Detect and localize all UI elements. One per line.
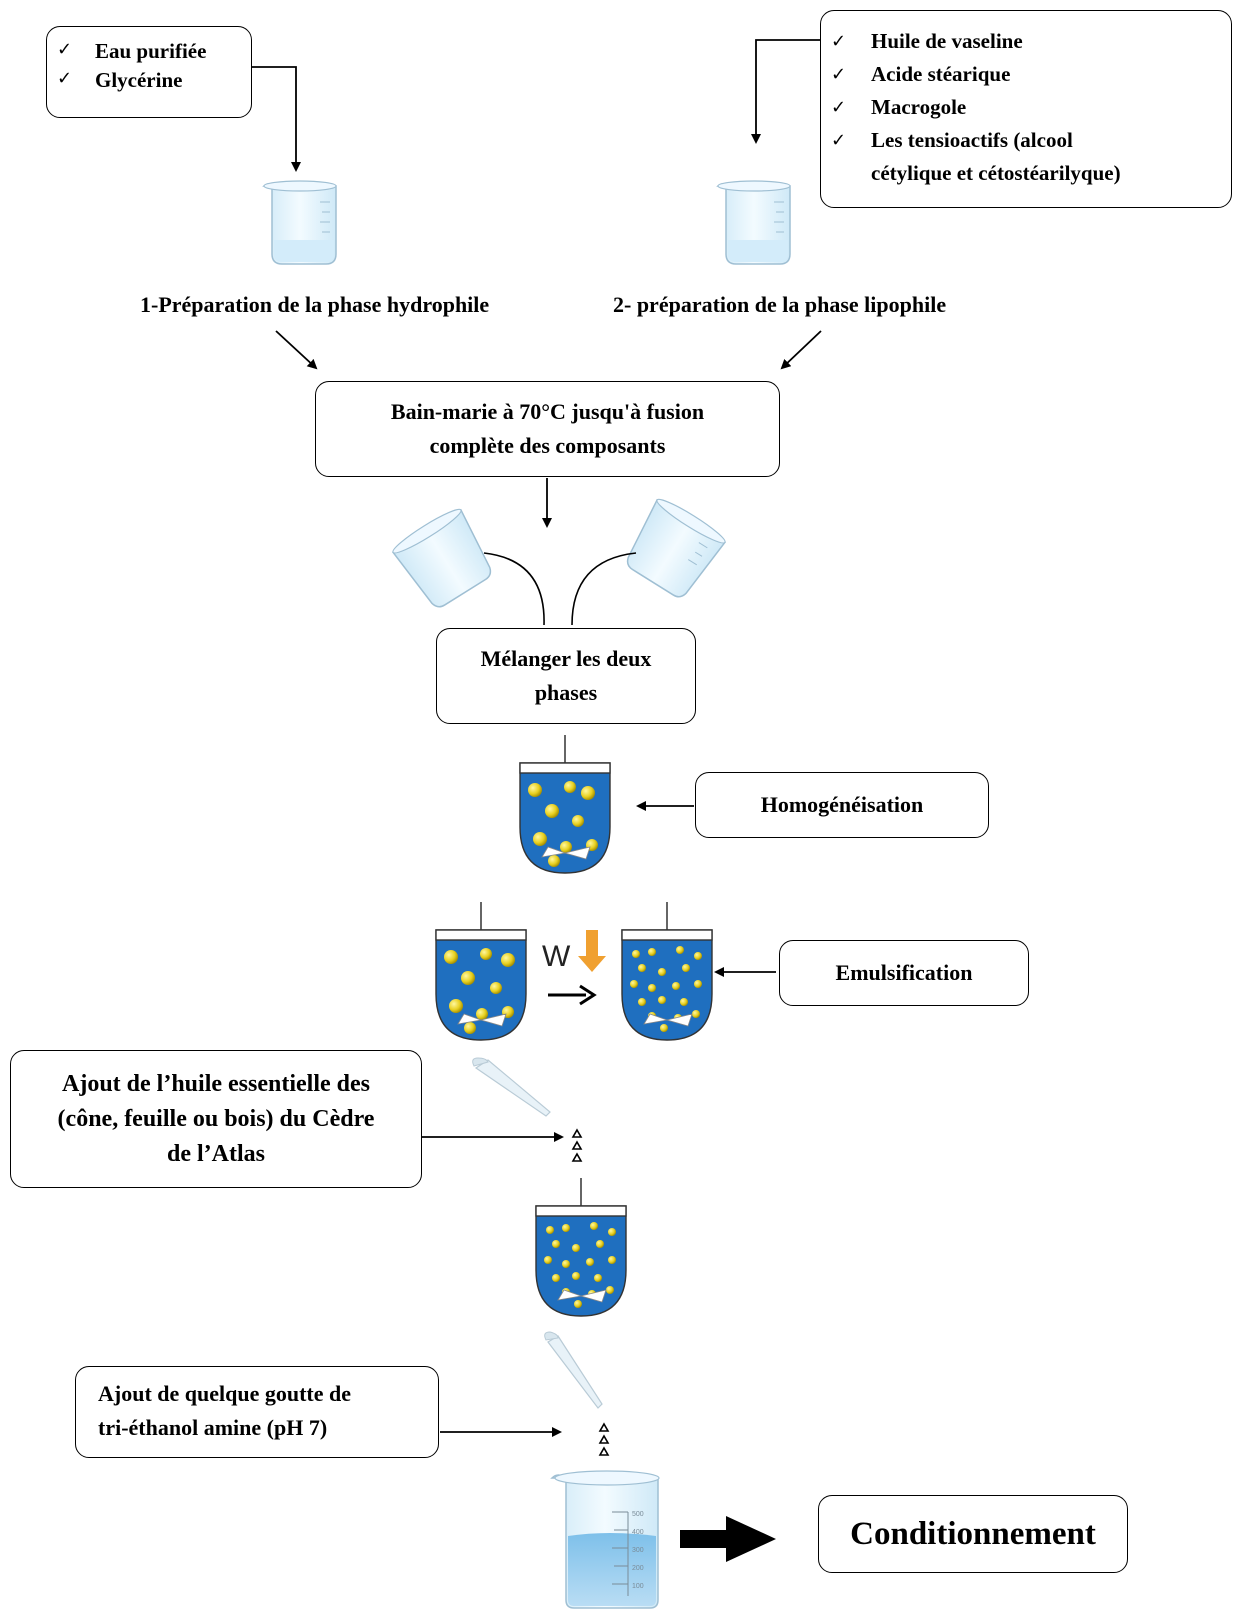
mixing-vessel-with-oil-icon bbox=[535, 1178, 627, 1317]
connector-hydrophile bbox=[250, 66, 301, 172]
ingredient-item: ✓ Macrogole bbox=[831, 91, 1231, 124]
ingredient-huile-vaseline: Huile de vaseline bbox=[871, 29, 1023, 53]
check-icon: ✓ bbox=[831, 130, 847, 151]
phase-label-lipophile: 2- préparation de la phase lipophile bbox=[613, 292, 947, 317]
ingredient-glycerine: Glycérine bbox=[95, 68, 183, 92]
pipette-triethanolamine-icon bbox=[544, 1331, 603, 1409]
connector-lipophile bbox=[751, 39, 820, 144]
check-icon: ✓ bbox=[831, 64, 847, 85]
ajout-tea-line-1: Ajout de quelque goutte de bbox=[98, 1381, 352, 1406]
ajout-huile-line-1: Ajout de l’huile essentielle des bbox=[62, 1070, 370, 1097]
mixing-vessel-after-emulsification-icon bbox=[621, 902, 713, 1041]
emulsification-box: Emulsification bbox=[779, 940, 1029, 1006]
melanger-line-1: Mélanger les deux bbox=[480, 646, 652, 671]
pipette-essential-oil-icon bbox=[472, 1057, 551, 1117]
homogeneisation-box: Homogénéisation bbox=[695, 772, 989, 838]
arrow-hydrophile-to-bainmarie bbox=[275, 330, 318, 370]
drops-triethanolamine-icon bbox=[598, 1422, 610, 1456]
arrow-conditionnement bbox=[680, 1516, 776, 1562]
arrow-lipophile-to-bainmarie bbox=[780, 330, 822, 370]
beaker-scale-label: 400 bbox=[632, 1529, 644, 1536]
lipophile-ingredient-list: ✓ Huile de vaseline ✓ Acide stéarique ✓ Mac… bbox=[831, 25, 1231, 190]
mixing-vessel-homogenisation-icon bbox=[519, 735, 611, 874]
beaker-lipophile-icon bbox=[716, 180, 791, 265]
beaker-scale-label: 200 bbox=[632, 1565, 644, 1572]
bain-marie-line-1: Bain-marie à 70°C jusqu'à fusion bbox=[390, 399, 705, 424]
check-icon: ✓ bbox=[831, 97, 847, 118]
beaker-scale-label: 300 bbox=[632, 1547, 644, 1554]
beaker-scale-label: 500 bbox=[632, 1511, 644, 1518]
ingredient-tensioactifs-detail: cétylique et cétostéarilyque) bbox=[871, 161, 1121, 185]
mixing-vessel-before-emulsification-icon bbox=[435, 902, 527, 1041]
lipophile-ingredients-box: ✓ Huile de vaseline ✓ Acide stéarique ✓ Mac… bbox=[820, 10, 1232, 208]
ajout-huile-line-2: (cône, feuille ou bois) du Cèdre bbox=[57, 1105, 375, 1132]
ingredient-eau-purifiee: Eau purifiée bbox=[95, 39, 207, 63]
beaker-hydrophile-icon bbox=[262, 180, 337, 265]
hydrophile-ingredients-box: ✓ Eau purifiée ✓ Glycérine bbox=[46, 26, 252, 118]
ingredient-item-continuation: cétylique et cétostéarilyque) bbox=[831, 157, 1231, 190]
conditionnement-box: Conditionnement bbox=[818, 1495, 1128, 1573]
check-icon: ✓ bbox=[831, 31, 847, 52]
ingredient-item: ✓ Eau purifiée bbox=[57, 39, 251, 64]
ingredient-tensioactifs: Les tensioactifs (alcool bbox=[871, 128, 1073, 152]
pouring-beaker-left-icon bbox=[391, 508, 492, 608]
check-icon: ✓ bbox=[57, 39, 73, 60]
ingredient-item: ✓ Glycérine bbox=[57, 68, 251, 93]
bain-marie-box: Bain-marie à 70°C jusqu'à fusion complèt… bbox=[315, 381, 780, 477]
emulsification-label: Emulsification bbox=[835, 960, 973, 985]
drops-essential-oil-icon bbox=[571, 1128, 583, 1162]
ingredient-macrogole: Macrogole bbox=[871, 95, 967, 119]
hydrophile-ingredient-list: ✓ Eau purifiée ✓ Glycérine bbox=[57, 39, 251, 93]
ingredient-acide-stearique: Acide stéarique bbox=[871, 62, 1011, 86]
bain-marie-line-2: complète des composants bbox=[429, 433, 666, 458]
ajout-huile-box: Ajout de l’huile essentielle des (cône, … bbox=[10, 1050, 422, 1188]
pour-stream-left bbox=[483, 552, 545, 626]
conditionnement-label: Conditionnement bbox=[850, 1515, 1096, 1552]
ingredient-item: ✓ Huile de vaseline bbox=[831, 25, 1231, 58]
beaker-scale-label: 100 bbox=[632, 1583, 644, 1590]
melanger-box: Mélanger les deux phases bbox=[436, 628, 696, 724]
ajout-tea-line-2: tri-éthanol amine (pH 7) bbox=[98, 1415, 328, 1440]
ingredient-item: ✓ Les tensioactifs (alcool bbox=[831, 124, 1231, 157]
final-beaker-icon: 500 400 300 200 100 bbox=[550, 1470, 660, 1609]
phase-label-hydrophile: 1-Préparation de la phase hydrophile bbox=[140, 292, 490, 317]
work-input-icon: W bbox=[542, 930, 606, 1006]
pouring-beaker-right-icon bbox=[626, 498, 727, 598]
ajout-tea-box: Ajout de quelque goutte de tri-éthanol a… bbox=[75, 1366, 439, 1458]
check-icon: ✓ bbox=[57, 68, 73, 89]
ingredient-item: ✓ Acide stéarique bbox=[831, 58, 1231, 91]
ajout-huile-line-3: de l’Atlas bbox=[167, 1140, 265, 1167]
melanger-line-2: phases bbox=[534, 680, 598, 705]
pour-stream-right bbox=[571, 552, 637, 626]
homogeneisation-label: Homogénéisation bbox=[760, 792, 924, 817]
work-letter: W bbox=[542, 940, 571, 973]
